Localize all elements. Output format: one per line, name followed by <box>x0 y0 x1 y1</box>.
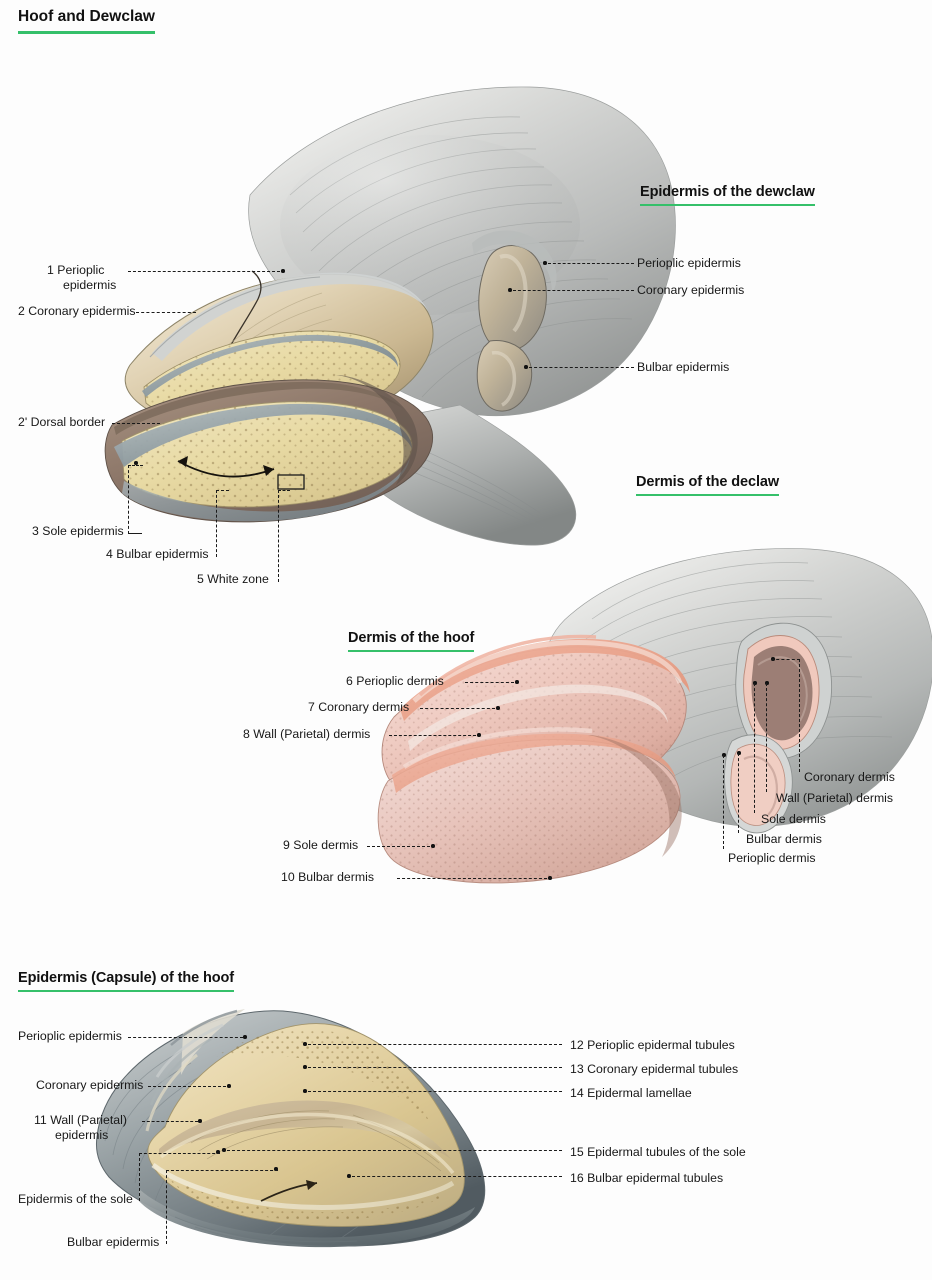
leader-dot-cap-sole <box>216 1150 220 1154</box>
leader-dot-7 <box>496 706 500 710</box>
figure-hoof-capsule <box>95 1005 515 1255</box>
leader-8 <box>389 735 476 736</box>
leader-10 <box>397 878 547 879</box>
leader-14 <box>308 1091 562 1092</box>
leader-9 <box>367 846 430 847</box>
leader-dew-periople <box>548 263 634 264</box>
label-1-perioplic-epidermis: 1 Perioplic epidermis <box>47 263 117 292</box>
leader-dot-cap-coronary <box>227 1084 231 1088</box>
leader-dot-dew-periople <box>543 261 547 265</box>
leader-2prime <box>112 423 160 424</box>
leader-12 <box>308 1044 562 1045</box>
leader-dec-bulbar <box>738 753 739 833</box>
leader-2 <box>136 312 196 313</box>
label-declaw-coronary-dermis: Coronary dermis <box>804 770 895 784</box>
leader-16 <box>352 1176 562 1177</box>
leader-dot-dec-coronary <box>771 657 775 661</box>
label-7-coronary-dermis: 7 Coronary dermis <box>308 700 410 714</box>
heading-dermis-of-the-declaw: Dermis of the declaw <box>636 474 779 496</box>
leader-dot-6 <box>515 680 519 684</box>
label-9-sole-dermis: 9 Sole dermis <box>283 838 359 852</box>
label-16-bulbar-epidermal-tubules: 16 Bulbar epidermal tubules <box>570 1171 724 1185</box>
leader-dot-dew-coronary <box>508 288 512 292</box>
label-4-bulbar-epidermis: 4 Bulbar epidermis <box>106 547 209 561</box>
label-8-wall-parietal-dermis: 8 Wall (Parietal) dermis <box>243 727 371 741</box>
label-declaw-sole-dermis: Sole dermis <box>761 812 826 826</box>
label-dewclaw-bulbar-epidermis: Bulbar epidermis <box>637 360 730 374</box>
label-11-wall-parietal-epidermis: 11 Wall (Parietal) epidermis <box>34 1113 127 1142</box>
heading-epidermis-capsule-of-the-hoof: Epidermis (Capsule) of the hoof <box>18 970 234 992</box>
label-dewclaw-perioplic-epidermis: Perioplic epidermis <box>637 256 741 270</box>
label-capsule-bulbar-epidermis: Bulbar epidermis <box>67 1235 160 1249</box>
leader-dot-16 <box>347 1174 351 1178</box>
leader-6 <box>465 682 514 683</box>
leader-4 <box>216 490 229 557</box>
leader-13 <box>308 1067 562 1068</box>
label-2prime-dorsal-border: 2' Dorsal border <box>18 415 106 429</box>
leader-dec-wall <box>766 683 767 792</box>
leader-7 <box>420 708 495 709</box>
leader-dot-15 <box>222 1148 226 1152</box>
leader-1 <box>128 271 280 272</box>
label-capsule-perioplic-epidermis: Perioplic epidermis <box>18 1029 122 1043</box>
leader-dot-dec-sole <box>753 681 757 685</box>
label-3-sole-epidermis: 3 Sole epidermis <box>32 524 124 538</box>
leader-15 <box>227 1150 562 1151</box>
leader-dot-8 <box>477 733 481 737</box>
page-title: Hoof and Dewclaw <box>18 8 155 34</box>
leader-3-foot <box>128 533 142 534</box>
leader-dot-cap-bulbar <box>274 1167 278 1171</box>
leader-3 <box>128 465 143 534</box>
capsule-illustration <box>96 1009 486 1248</box>
leader-dot-14 <box>303 1089 307 1093</box>
label-capsule-coronary-epidermis: Coronary epidermis <box>36 1078 144 1092</box>
leader-dot-10 <box>548 876 552 880</box>
label-6-perioplic-dermis: 6 Perioplic dermis <box>346 674 444 688</box>
label-5-white-zone: 5 White zone <box>197 572 269 586</box>
label-10-bulbar-dermis: 10 Bulbar dermis <box>281 870 374 884</box>
leader-cap-coronary <box>148 1086 226 1087</box>
label-dewclaw-coronary-epidermis: Coronary epidermis <box>637 283 745 297</box>
leader-dew-bulbar <box>529 367 634 368</box>
leader-dot-13 <box>303 1065 307 1069</box>
leader-dot-12 <box>303 1042 307 1046</box>
heading-dermis-of-the-hoof: Dermis of the hoof <box>348 630 474 652</box>
leader-dot-1 <box>281 269 285 273</box>
dermis-illustration <box>377 548 932 884</box>
label-declaw-bulbar-dermis: Bulbar dermis <box>746 832 822 846</box>
leader-dew-coronary <box>513 290 634 291</box>
leader-cap-bulbar <box>166 1170 278 1244</box>
leader-dot-9 <box>431 844 435 848</box>
figure-hoof-declaw-dermis <box>377 545 932 935</box>
leader-5 <box>278 490 290 582</box>
white-zone-marker <box>277 474 305 490</box>
leader-dot-cap-periople <box>243 1035 247 1039</box>
figure-hoof-dewclaw-epidermis <box>100 75 720 575</box>
leader-dot-dec-bulbar <box>737 751 741 755</box>
leader-dec-sole <box>754 683 755 813</box>
label-declaw-perioplic-dermis: Perioplic dermis <box>728 851 816 865</box>
leader-dec-periople <box>723 755 724 849</box>
leader-dot-11 <box>198 1119 202 1123</box>
declaw-dermis-detail <box>724 622 833 834</box>
leader-dot-3 <box>134 461 138 465</box>
label-13-coronary-epidermal-tubules: 13 Coronary epidermal tubules <box>570 1062 739 1076</box>
label-12-perioplic-epidermal-tubules: 12 Perioplic epidermal tubules <box>570 1038 735 1052</box>
leader-11 <box>142 1121 198 1122</box>
label-capsule-epidermis-of-the-sole: Epidermis of the sole <box>18 1192 133 1206</box>
leader-cap-sole <box>139 1153 220 1201</box>
label-14-epidermal-lamellae: 14 Epidermal lamellae <box>570 1086 692 1100</box>
heading-epidermis-of-the-dewclaw: Epidermis of the dewclaw <box>640 184 815 206</box>
sole-arrow <box>177 460 275 478</box>
leader-dec-coronary <box>771 659 800 772</box>
hoof-epidermis-illustration <box>104 86 676 546</box>
label-2-coronary-epidermis: 2 Coronary epidermis <box>18 304 136 318</box>
leader-dot-dec-wall <box>765 681 769 685</box>
label-declaw-wall-parietal-dermis: Wall (Parietal) dermis <box>776 791 894 805</box>
leader-cap-periople <box>128 1037 243 1038</box>
leader-dot-dew-bulbar <box>524 365 528 369</box>
label-15-epidermal-tubules-of-the-sole: 15 Epidermal tubules of the sole <box>570 1145 746 1159</box>
leader-dot-dec-periople <box>722 753 726 757</box>
